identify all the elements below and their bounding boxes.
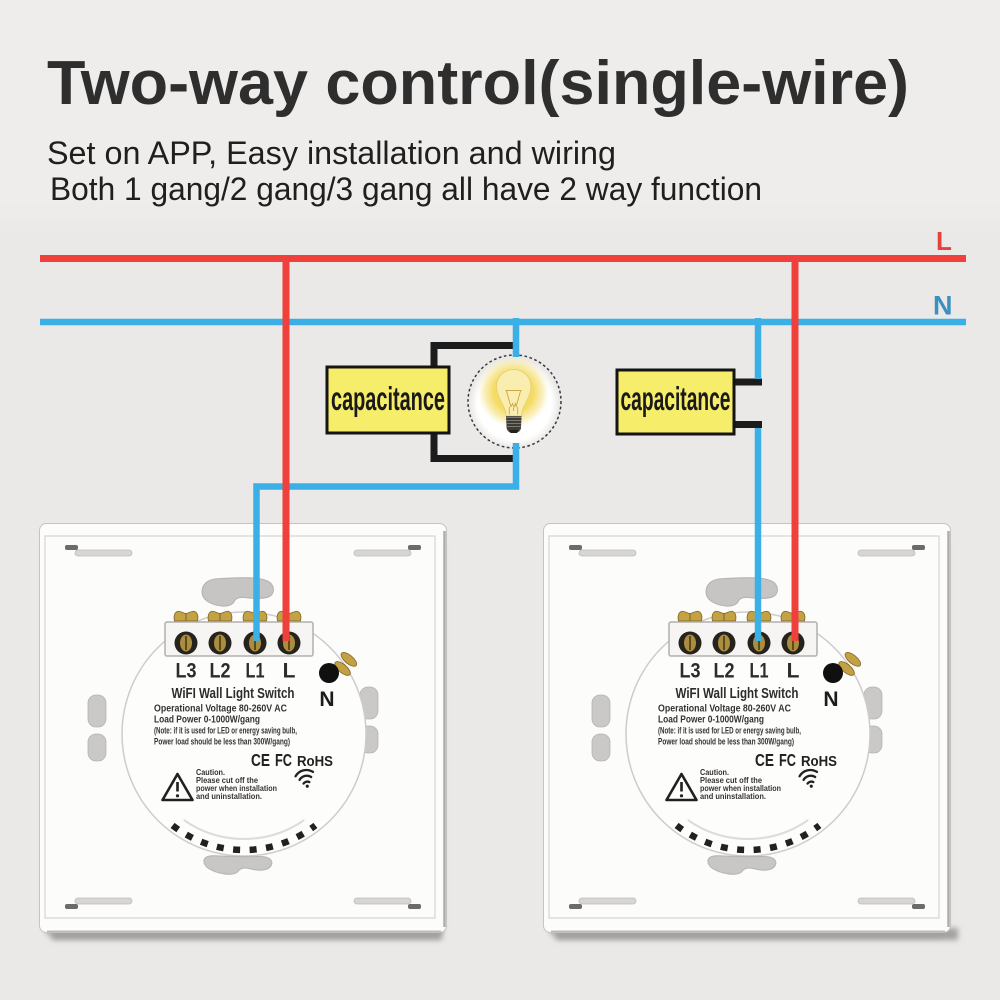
svg-text:Both 1 gang/2 gang/3 gang all: Both 1 gang/2 gang/3 gang all have 2 way…: [50, 171, 762, 207]
svg-text:N: N: [933, 291, 953, 321]
svg-text:capacitance: capacitance: [331, 380, 445, 417]
svg-text:Two-way control(single-wire): Two-way control(single-wire): [47, 49, 909, 118]
svg-text:L: L: [936, 226, 952, 256]
svg-text:capacitance: capacitance: [621, 380, 731, 417]
svg-text:Set on APP, Easy installation: Set on APP, Easy installation and wiring: [47, 135, 616, 171]
